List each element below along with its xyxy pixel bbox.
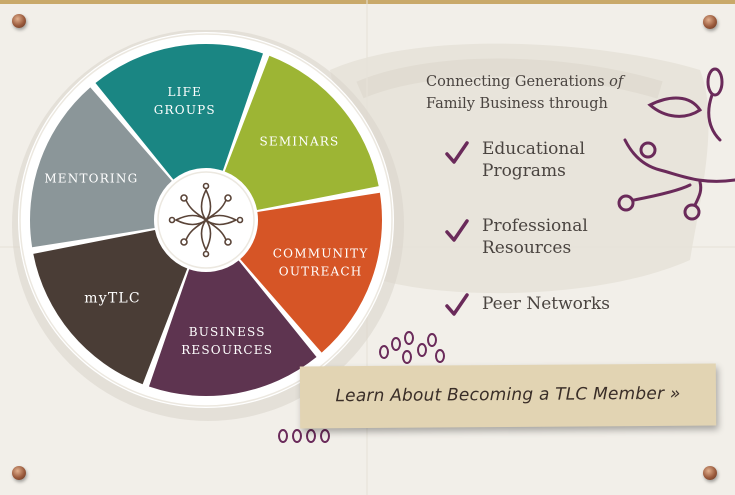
checkmark-icon (445, 293, 469, 316)
wheel-segment-label: SEMINARS (259, 135, 339, 149)
push-pin-icon (12, 14, 26, 28)
feature-professional-resources: Professional Resources (482, 215, 588, 259)
tagline: Connecting Generations of Family Busines… (426, 71, 686, 115)
feature-line: Professional (482, 216, 588, 236)
push-pin-icon (703, 15, 717, 29)
scribble-dots-icon (278, 331, 445, 443)
tlc-leaf-emblem-icon (168, 182, 244, 258)
feature-line: Peer Networks (482, 294, 611, 314)
become-member-label: Learn About Becoming a TLC Member » (335, 383, 681, 407)
feature-line: Educational (482, 139, 585, 159)
push-pin-icon (12, 466, 26, 480)
wheel-segment-label: MENTORING (44, 171, 138, 185)
tagline-line-1: Connecting Generations of (426, 71, 686, 93)
segment-mentoring[interactable] (30, 87, 172, 248)
tagline-line-2: Family Business through (426, 96, 608, 112)
wheel-segment-label: myTLC (84, 290, 141, 306)
checkmark-icon (445, 141, 469, 164)
segment-seminars[interactable] (224, 55, 379, 210)
feature-line: Resources (482, 238, 572, 258)
tagline-of: of (609, 74, 624, 90)
segment-community-outreach[interactable] (240, 192, 383, 353)
feature-line: Programs (482, 161, 566, 181)
feature-educational-programs: Educational Programs (482, 138, 585, 182)
tagline-text: Connecting Generations (426, 74, 605, 90)
push-pin-icon (703, 466, 717, 480)
vine-doodle-icon (617, 67, 735, 221)
checkmark-icon (445, 219, 469, 242)
segment-life-groups[interactable] (95, 44, 264, 180)
become-member-button[interactable]: Learn About Becoming a TLC Member » (299, 363, 717, 429)
feature-peer-networks: Peer Networks (482, 293, 610, 315)
segment-business-resources[interactable] (148, 260, 317, 397)
segment-mytlc[interactable] (33, 230, 188, 385)
